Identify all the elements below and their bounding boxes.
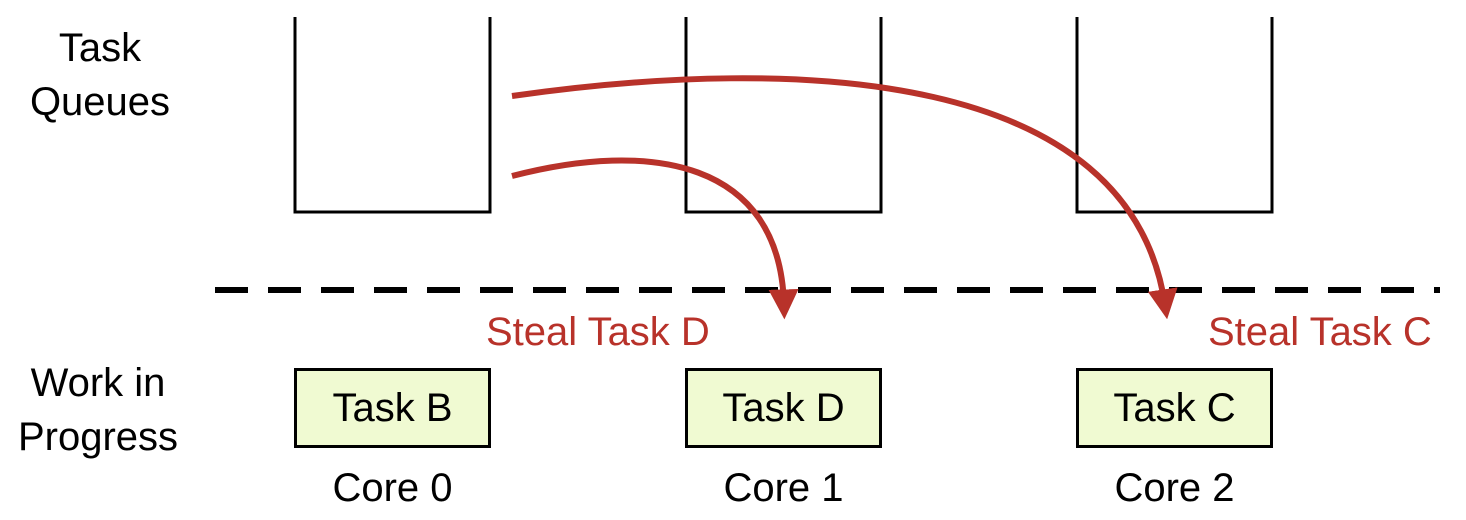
steal-arrow-task-c [511, 75, 1178, 320]
core-label-2: Core 2 [1114, 466, 1235, 510]
task-queue-core-1 [684, 17, 883, 214]
task-queue-core-0 [293, 17, 492, 214]
work-in-progress-label-line2: Progress [17, 415, 179, 459]
work-in-progress-label-line1: Work in [30, 361, 166, 405]
steal-label-task-d: Steal Task D [486, 310, 710, 354]
task-box-core-1: Task D [685, 368, 882, 448]
core-label-0: Core 0 [332, 466, 453, 510]
task-queue-core-2 [1075, 17, 1274, 214]
steal-arrow-task-d [511, 157, 799, 320]
steal-label-task-c: Steal Task C [1208, 310, 1432, 354]
task-queues-label-line2: Queues [29, 80, 171, 124]
work-in-progress-label: Work in Progress [8, 356, 188, 464]
core-label-1: Core 1 [723, 466, 844, 510]
task-queues-label: Task Queues [20, 21, 180, 129]
task-box-core-0: Task B [294, 368, 491, 448]
task-box-core-2: Task C [1076, 368, 1273, 448]
task-queues-label-line1: Task [58, 26, 142, 70]
